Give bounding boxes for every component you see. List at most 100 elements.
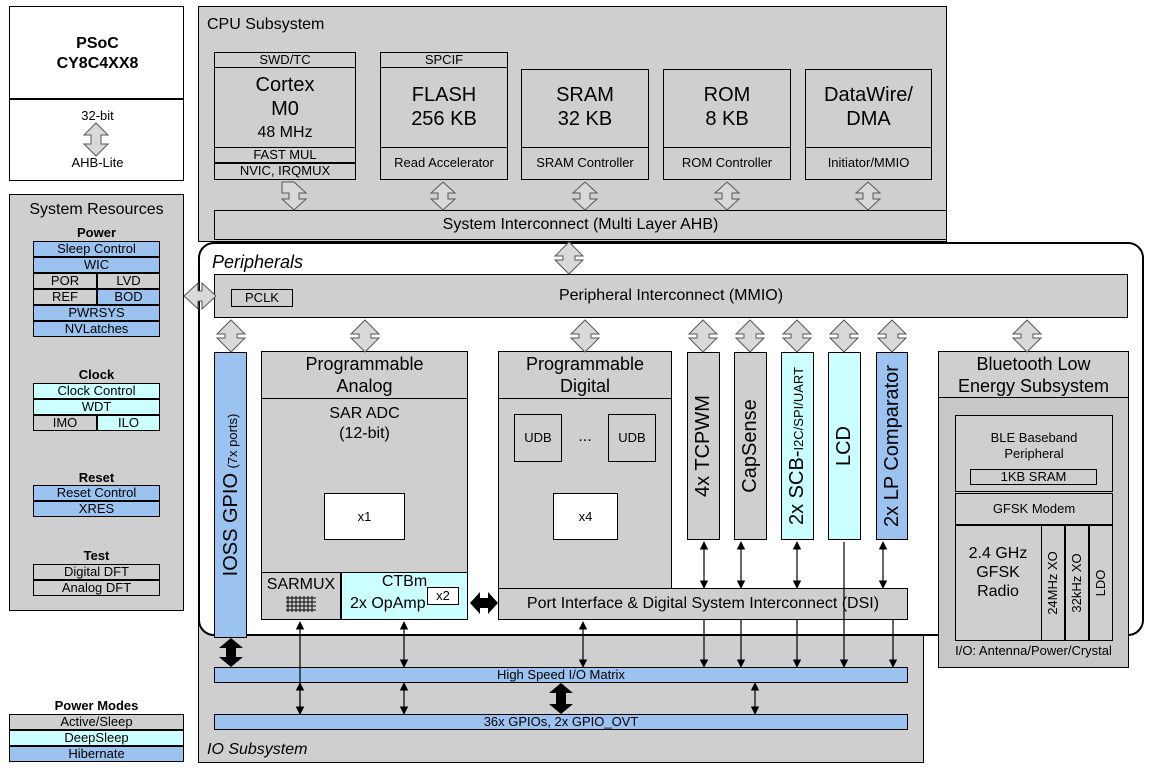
lvd xyxy=(97,273,160,289)
sarmux-label: SARMUX xyxy=(266,576,336,593)
rom-size-label: 8 KB xyxy=(705,108,749,130)
reset-section-title: Reset xyxy=(78,470,115,485)
digital-dft xyxy=(33,564,160,580)
lcd-block xyxy=(828,352,861,540)
power-mode-deepsleep xyxy=(9,730,184,746)
capsense-block xyxy=(734,352,767,540)
lp-comparator-block xyxy=(876,352,908,540)
reset-control xyxy=(33,485,160,501)
digital-periph-arrow xyxy=(569,319,601,353)
udb-right-label: UDB xyxy=(618,430,646,445)
udb-x4-label: x4 xyxy=(578,509,593,524)
nvic-bar xyxy=(214,163,356,180)
hsiom-gpio-bold-arrow xyxy=(549,683,573,714)
xo-24mhz xyxy=(1041,525,1065,641)
sleep-control-label: Sleep Control xyxy=(57,241,136,256)
m0-label: M0 xyxy=(271,98,299,120)
dma-initiator-label: Initiator/MMIO xyxy=(827,155,910,170)
imo xyxy=(33,415,97,431)
programmable-digital-header xyxy=(498,351,672,399)
clock-control xyxy=(33,383,160,399)
bus-width-label: 32-bit xyxy=(81,108,114,123)
sleep-control xyxy=(33,241,160,257)
udb-right xyxy=(608,414,656,462)
opamp-x2-label: x2 xyxy=(436,588,450,603)
dma-initiator-bar xyxy=(805,147,932,180)
cortex-label: Cortex xyxy=(255,74,315,96)
flash-label: FLASH xyxy=(411,84,477,106)
gpio-pins-bar xyxy=(214,714,908,730)
fast-mul-bar xyxy=(214,147,356,163)
rom-bus-arrow xyxy=(713,181,741,211)
spcif-label: SPCIF xyxy=(424,52,464,67)
lvd-label: LVD xyxy=(116,273,141,288)
ble-header xyxy=(938,351,1129,398)
dma-label: DMA xyxy=(846,108,891,130)
bod-label: BOD xyxy=(114,289,143,304)
dma-bus-arrow xyxy=(854,181,882,211)
por xyxy=(33,273,97,289)
prog-digital-l1: Programmable xyxy=(525,354,645,374)
power-mode-active-label: Active/Sleep xyxy=(60,714,133,729)
radio-gfsk-label: GFSK xyxy=(976,564,1020,581)
sar-adc-label: SAR ADC xyxy=(329,405,400,422)
sar-adc-x1-box xyxy=(324,493,405,540)
sram-size-label: 32 KB xyxy=(557,108,613,130)
peripheral-interconnect-label: Peripheral Interconnect (MMIO) xyxy=(558,287,784,304)
ble-baseband-l1: BLE Baseband xyxy=(990,430,1078,445)
nvic-label: NVIC, IRQMUX xyxy=(239,163,331,178)
tcpwm-block xyxy=(687,352,720,540)
wic xyxy=(33,257,160,273)
wdt xyxy=(33,399,160,415)
io-subsystem-title: IO Subsystem xyxy=(207,741,308,758)
lcd-periph-arrow xyxy=(828,319,860,353)
cpu-freq-label: 48 MHz xyxy=(257,124,313,141)
wdt-label: WDT xyxy=(81,399,112,414)
imo-label: IMO xyxy=(52,415,78,430)
flash-size-label: 256 KB xyxy=(411,108,477,130)
analog-dft-label: Analog DFT xyxy=(61,580,132,595)
spcif-bar xyxy=(380,52,508,68)
xo-32khz xyxy=(1065,525,1089,641)
pwrsys xyxy=(33,305,160,321)
system-interconnect xyxy=(214,210,947,240)
gfsk-modem-label: GFSK Modem xyxy=(992,501,1076,516)
system-resources-title: System Resources xyxy=(29,201,164,218)
analog-dft xyxy=(33,580,160,596)
analog-periph-arrow xyxy=(349,319,381,353)
ble-title-l2: Energy Subsystem xyxy=(957,376,1110,396)
system-interconnect-label: System Interconnect (Multi Layer AHB) xyxy=(442,216,719,233)
prog-digital-l2: Digital xyxy=(559,376,611,396)
sarmux-block xyxy=(261,572,341,620)
power-mode-hibernate-label: Hibernate xyxy=(68,746,125,761)
por-label: POR xyxy=(50,273,80,288)
digital-dft-label: Digital DFT xyxy=(63,564,129,579)
ble-sram xyxy=(970,469,1097,485)
ref-label: REF xyxy=(52,289,78,304)
read-accel-bar xyxy=(380,147,508,180)
reset-control-label: Reset Control xyxy=(56,485,137,500)
ble-sram-label: 1KB SRAM xyxy=(1000,469,1067,484)
swd-tc-bar xyxy=(214,52,356,68)
pclk-label: PCLK xyxy=(245,290,279,305)
flash-bus-arrow xyxy=(429,181,457,211)
udb-left xyxy=(514,414,562,462)
udb-ellipsis: ... xyxy=(578,428,592,445)
ble-io-label: I/O: Antenna/Power/Crystal xyxy=(955,643,1112,658)
dsi-label: Port Interface & Digital System Intercon… xyxy=(526,595,880,612)
gpio-pins-label: 36x GPIOs, 2x GPIO_OVT xyxy=(483,714,639,729)
sram-bus-arrow xyxy=(571,181,599,211)
ble-title-l1: Bluetooth Low xyxy=(976,354,1091,374)
sram-label: SRAM xyxy=(556,84,614,106)
ioss-gpio-block xyxy=(214,352,247,638)
ldo xyxy=(1089,525,1113,641)
gfsk-modem xyxy=(955,493,1113,525)
nvlatches-label: NVLatches xyxy=(64,321,129,336)
clock-control-label: Clock Control xyxy=(57,383,136,398)
bod xyxy=(97,289,160,305)
xres-label: XRES xyxy=(78,501,115,516)
udb-x4-box xyxy=(553,493,618,540)
sar-x1-label: x1 xyxy=(357,509,372,524)
ref xyxy=(33,289,97,305)
wic-label: WIC xyxy=(83,257,110,272)
